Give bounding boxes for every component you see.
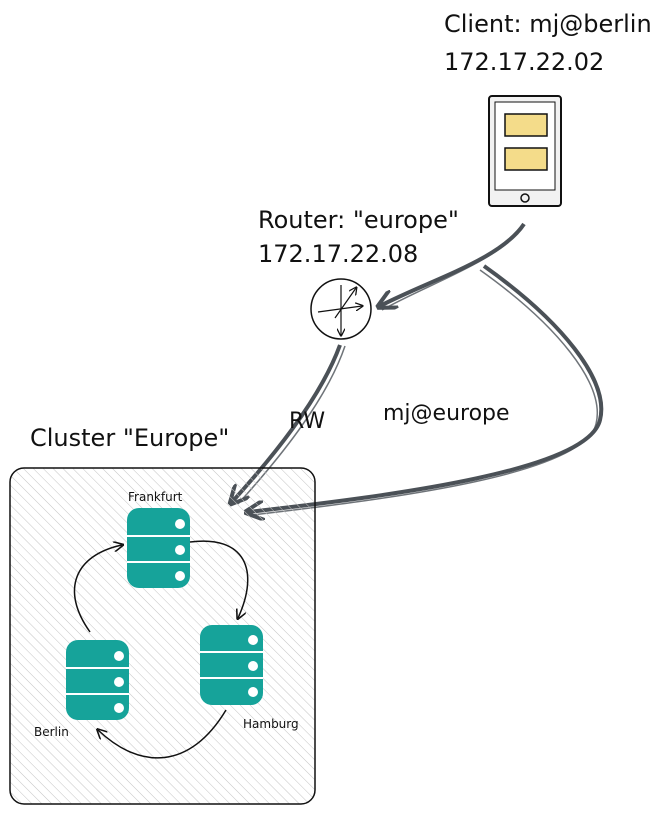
client-tablet-icon (488, 95, 562, 207)
rw-label: RW (289, 409, 325, 434)
client-label: Client: mj@berlin (444, 10, 652, 38)
db-berlin-icon (66, 640, 129, 720)
user-label: mj@europe (383, 401, 510, 426)
router-icon (310, 278, 372, 340)
router-ip: 172.17.22.08 (258, 240, 418, 268)
router-label: Router: "europe" (258, 206, 459, 234)
client-to-cluster-arrow (248, 264, 604, 512)
cluster-label: Cluster "Europe" (30, 424, 229, 452)
client-ip: 172.17.22.02 (444, 48, 604, 76)
client-to-router-arrow (380, 222, 526, 306)
db-hamburg-icon (200, 625, 263, 705)
hamburg-label: Hamburg (243, 717, 299, 731)
replication-berlin-to-frankfurt-arrow (73, 545, 122, 633)
db-frankfurt-icon (127, 508, 190, 588)
frankfurt-label: Frankfurt (128, 490, 183, 504)
berlin-label: Berlin (34, 725, 69, 739)
replication-frankfurt-to-hamburg-arrow (189, 540, 249, 618)
replication-hamburg-to-berlin-arrow (98, 709, 227, 759)
